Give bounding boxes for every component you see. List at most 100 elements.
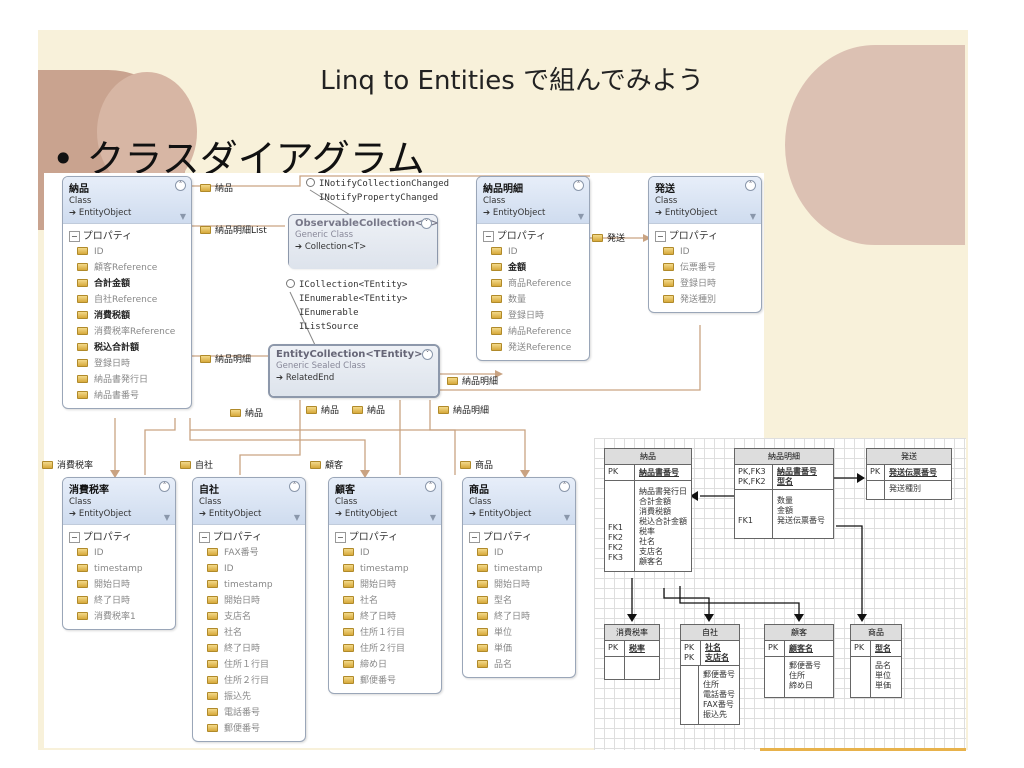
filter-icon[interactable]: ▼ bbox=[429, 513, 436, 522]
property-item[interactable]: FAX番号 bbox=[207, 545, 299, 561]
property-item[interactable]: timestamp bbox=[343, 561, 435, 577]
property-item[interactable]: 商品Reference bbox=[491, 276, 583, 292]
collapse-section-icon[interactable]: − bbox=[469, 532, 480, 543]
property-item[interactable]: 単価 bbox=[477, 641, 569, 657]
property-item[interactable]: 消費税額 bbox=[77, 308, 185, 324]
filter-icon[interactable]: ▼ bbox=[179, 212, 186, 221]
property-item[interactable]: 開始日時 bbox=[477, 577, 569, 593]
property-item[interactable]: 税込合計額 bbox=[77, 340, 185, 356]
property-item[interactable]: ID bbox=[491, 244, 583, 260]
property-item[interactable]: 振込先 bbox=[207, 689, 299, 705]
property-item[interactable]: 消費税率1 bbox=[77, 609, 169, 625]
property-item[interactable]: 郵便番号 bbox=[343, 673, 435, 689]
properties-section-header[interactable]: −プロパティ bbox=[69, 532, 133, 543]
property-item[interactable]: 単位 bbox=[477, 625, 569, 641]
property-item[interactable]: 住所１行目 bbox=[207, 657, 299, 673]
collapse-toggle-icon[interactable]: ˄ bbox=[159, 481, 170, 492]
property-item[interactable]: 開始日時 bbox=[77, 577, 169, 593]
properties-section-header[interactable]: −プロパティ bbox=[69, 231, 133, 242]
property-item[interactable]: 品名 bbox=[477, 657, 569, 673]
property-item[interactable]: 消費税率Reference bbox=[77, 324, 185, 340]
filter-icon[interactable]: ▼ bbox=[749, 212, 756, 221]
property-item[interactable]: 開始日時 bbox=[207, 593, 299, 609]
properties-section-header[interactable]: −プロパティ bbox=[335, 532, 399, 543]
property-item[interactable]: 金額 bbox=[491, 260, 583, 276]
property-item[interactable]: 支店名 bbox=[207, 609, 299, 625]
property-item[interactable]: 発送Reference bbox=[491, 340, 583, 356]
property-item[interactable]: 顧客Reference bbox=[77, 260, 185, 276]
property-item[interactable]: 社名 bbox=[207, 625, 299, 641]
property-item[interactable]: timestamp bbox=[207, 577, 299, 593]
filter-icon[interactable]: ▼ bbox=[577, 212, 584, 221]
property-item[interactable]: 住所１行目 bbox=[343, 625, 435, 641]
collapse-section-icon[interactable]: − bbox=[199, 532, 210, 543]
properties-section-header[interactable]: −プロパティ bbox=[199, 532, 263, 543]
property-item[interactable]: 終了日時 bbox=[207, 641, 299, 657]
property-item[interactable]: 終了日時 bbox=[343, 609, 435, 625]
class-stereotype: Class bbox=[469, 497, 492, 507]
collapse-section-icon[interactable]: − bbox=[69, 231, 80, 242]
class-observable-collection[interactable]: ObservableCollection<T> Generic Class ➔ … bbox=[288, 214, 439, 269]
class-entity-collection[interactable]: EntityCollection<TEntity> Generic Sealed… bbox=[268, 344, 440, 398]
property-item[interactable]: 納品書発行日 bbox=[77, 372, 185, 388]
collapse-toggle-icon[interactable]: ˄ bbox=[425, 481, 436, 492]
er-relationship-lines bbox=[627, 473, 867, 622]
property-item[interactable]: ID bbox=[77, 545, 169, 561]
property-item[interactable]: 住所２行目 bbox=[343, 641, 435, 657]
properties-section-header[interactable]: −プロパティ bbox=[483, 231, 547, 242]
collapse-toggle-icon[interactable]: ˄ bbox=[175, 180, 186, 191]
class-name: 商品 bbox=[469, 485, 489, 496]
property-item[interactable]: 住所２行目 bbox=[207, 673, 299, 689]
property-item[interactable]: ID bbox=[207, 561, 299, 577]
collapse-toggle-icon[interactable]: ˄ bbox=[289, 481, 300, 492]
collapse-section-icon[interactable]: − bbox=[655, 231, 666, 242]
property-item[interactable]: 自社Reference bbox=[77, 292, 185, 308]
property-item[interactable]: 登録日時 bbox=[77, 356, 185, 372]
property-item[interactable]: ID bbox=[477, 545, 569, 561]
collapse-toggle-icon[interactable]: ˅ bbox=[421, 218, 432, 229]
property-item[interactable]: 納品書番号 bbox=[77, 388, 185, 404]
property-item[interactable]: ID bbox=[663, 244, 755, 260]
filter-icon[interactable]: ▼ bbox=[563, 513, 570, 522]
collapse-toggle-icon[interactable]: ˄ bbox=[573, 180, 584, 191]
property-item[interactable]: 数量 bbox=[491, 292, 583, 308]
collapse-section-icon[interactable]: − bbox=[335, 532, 346, 543]
filter-icon[interactable]: ▼ bbox=[163, 513, 170, 522]
property-item[interactable]: ID bbox=[77, 244, 185, 260]
property-icon bbox=[207, 612, 218, 620]
property-item[interactable]: timestamp bbox=[477, 561, 569, 577]
collapse-toggle-icon[interactable]: ˄ bbox=[559, 481, 570, 492]
properties-section-header[interactable]: −プロパティ bbox=[655, 231, 719, 242]
collapse-toggle-icon[interactable]: ˅ bbox=[422, 349, 433, 360]
property-item[interactable]: ID bbox=[343, 545, 435, 561]
property-item[interactable]: 発送種別 bbox=[663, 292, 755, 308]
interface-item: IEnumerable<TEntity> bbox=[299, 294, 408, 304]
collapse-toggle-icon[interactable]: ˄ bbox=[745, 180, 756, 191]
properties-section-header[interactable]: −プロパティ bbox=[469, 532, 533, 543]
property-item[interactable]: 開始日時 bbox=[343, 577, 435, 593]
property-item[interactable]: 合計金額 bbox=[77, 276, 185, 292]
collapse-section-icon[interactable]: − bbox=[483, 231, 494, 242]
property-item[interactable]: 登録日時 bbox=[491, 308, 583, 324]
property-item[interactable]: 電話番号 bbox=[207, 705, 299, 721]
collapse-section-icon[interactable]: − bbox=[69, 532, 80, 543]
property-item[interactable]: 社名 bbox=[343, 593, 435, 609]
filter-icon[interactable]: ▼ bbox=[293, 513, 300, 522]
property-item[interactable]: 終了日時 bbox=[477, 609, 569, 625]
property-item[interactable]: 伝票番号 bbox=[663, 260, 755, 276]
property-item[interactable]: 郵便番号 bbox=[207, 721, 299, 737]
property-item[interactable]: 終了日時 bbox=[77, 593, 169, 609]
property-item[interactable]: 締め日 bbox=[343, 657, 435, 673]
property-item[interactable]: 型名 bbox=[477, 593, 569, 609]
property-item[interactable]: 登録日時 bbox=[663, 276, 755, 292]
property-item[interactable]: 納品Reference bbox=[491, 324, 583, 340]
property-item[interactable]: timestamp bbox=[77, 561, 169, 577]
